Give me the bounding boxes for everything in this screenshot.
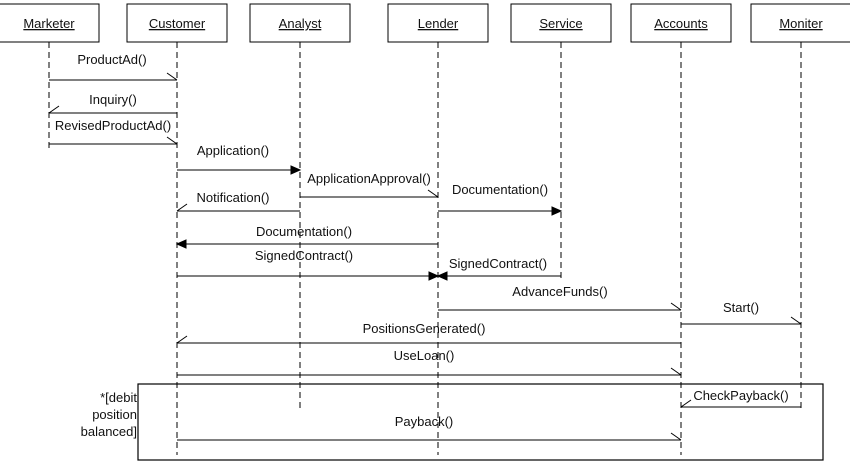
message-label: Notification() (197, 190, 270, 205)
actor-label-customer: Customer (149, 16, 206, 31)
actor-box-marketer (0, 3, 100, 43)
loop-frame-box (137, 383, 824, 461)
arrowhead-open (680, 399, 692, 408)
arrowhead-open (670, 302, 682, 311)
message-14: CheckPayback() (680, 388, 801, 408)
arrowhead-filled (175, 239, 187, 249)
actor-box-lender (387, 3, 489, 43)
message-12: PositionsGenerated() (176, 321, 681, 344)
actor-label-marketer: Marketer (23, 16, 75, 31)
message-label: Documentation() (256, 224, 352, 239)
lifelines (48, 42, 802, 455)
messages: ProductAd() Inquiry() RevisedProductAd() Ap… (48, 52, 802, 441)
message-11: Start() (681, 300, 802, 325)
arrowhead-open (790, 316, 802, 325)
loop-frame: *[debit position balanced] (81, 383, 824, 461)
message-label: UseLoan() (394, 348, 455, 363)
actor-box-accounts (630, 3, 732, 43)
message-13: UseLoan() (177, 348, 682, 376)
loop-guard-line: balanced] (81, 424, 137, 439)
actor-box-service (510, 3, 612, 43)
actors: Marketer Customer Analyst Lender Service Acco… (0, 3, 850, 43)
arrowhead-open (176, 203, 188, 212)
message-2: RevisedProductAd() (49, 118, 178, 145)
message-4: ApplicationApproval() (300, 171, 439, 198)
loop-guard-line: position (92, 407, 137, 422)
message-label: Payback() (395, 414, 454, 429)
arrowhead-open (670, 367, 682, 376)
message-label: CheckPayback() (693, 388, 788, 403)
arrowhead-open (48, 105, 60, 114)
message-0: ProductAd() (49, 52, 178, 81)
message-5: Documentation() (438, 182, 563, 216)
actor-box-customer (126, 3, 228, 43)
arrowhead-filled (551, 206, 563, 216)
arrowhead-open (166, 136, 178, 145)
loop-guard-line: *[debit (100, 390, 137, 405)
message-label: Start() (723, 300, 759, 315)
actor-label-lender: Lender (418, 16, 459, 31)
message-label: RevisedProductAd() (55, 118, 171, 133)
message-7: Documentation() (175, 224, 438, 249)
message-label: SignedContract() (449, 256, 547, 271)
message-label: ApplicationApproval() (307, 171, 431, 186)
message-1: Inquiry() (48, 92, 177, 114)
actor-label-service: Service (539, 16, 582, 31)
actor-label-accounts: Accounts (654, 16, 708, 31)
message-3: Application() (177, 143, 302, 175)
arrowhead-open (670, 432, 682, 441)
arrowhead-filled (290, 165, 302, 175)
arrowhead-open (166, 72, 178, 81)
arrowhead-filled (436, 271, 448, 281)
actor-box-analyst (249, 3, 351, 43)
message-label: Application() (197, 143, 269, 158)
arrowhead-open (176, 335, 188, 344)
message-10: AdvanceFunds() (438, 284, 682, 311)
message-label: SignedContract() (255, 248, 353, 263)
message-15: Payback() (177, 414, 682, 441)
arrowhead-filled (428, 271, 440, 281)
arrowhead-open (427, 189, 439, 198)
message-6: Notification() (176, 190, 300, 212)
message-8: SignedContract() (177, 248, 440, 281)
message-label: Documentation() (452, 182, 548, 197)
message-label: ProductAd() (77, 52, 146, 67)
actor-label-analyst: Analyst (279, 16, 322, 31)
message-label: AdvanceFunds() (512, 284, 607, 299)
actor-label-moniter: Moniter (779, 16, 823, 31)
actor-box-moniter (750, 3, 850, 43)
message-label: PositionsGenerated() (363, 321, 486, 336)
message-9: SignedContract() (436, 256, 561, 281)
message-label: Inquiry() (89, 92, 137, 107)
